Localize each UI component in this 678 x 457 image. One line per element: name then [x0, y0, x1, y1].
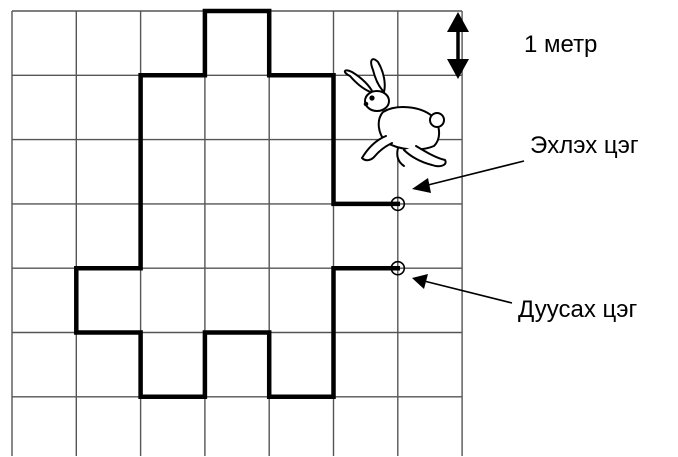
end-label: Дуусах цэг	[518, 296, 638, 323]
start-point-marker	[390, 196, 406, 212]
rabbit-route-path	[74, 8, 401, 400]
end-arrow	[412, 274, 513, 304]
double-arrow-icon	[447, 12, 469, 79]
rabbit-icon	[344, 58, 447, 168]
grid	[11, 10, 463, 456]
end-point-marker	[390, 260, 406, 276]
start-arrow	[412, 160, 525, 193]
scale-label: 1 метр	[524, 31, 597, 58]
start-label: Эхлэх цэг	[530, 132, 639, 159]
